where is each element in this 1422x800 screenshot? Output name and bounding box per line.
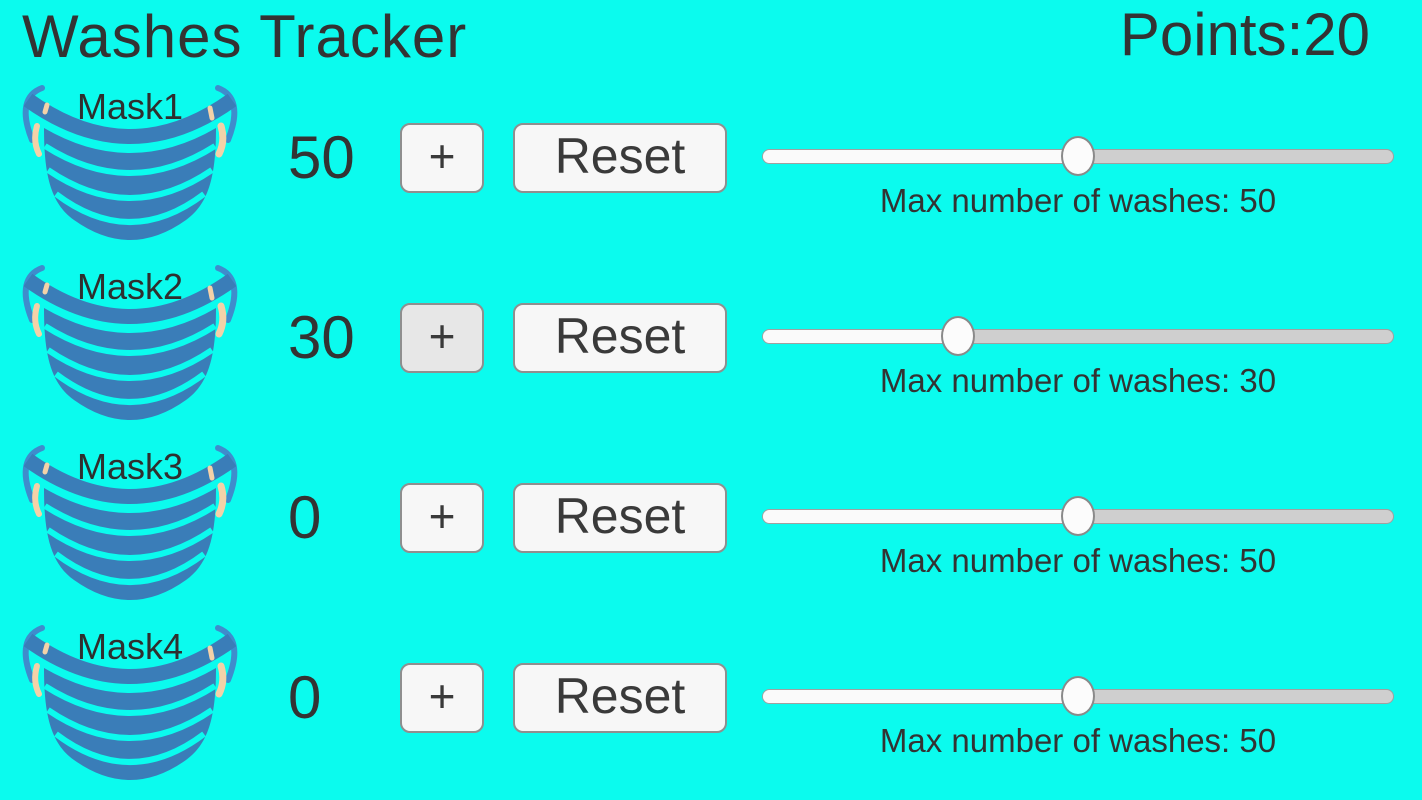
mask-row-2: Mask2 30 + Reset Max number of washes: 3… [0,258,1422,438]
increment-button[interactable]: + [400,483,484,553]
points-label: Points: [1119,1,1304,68]
face-mask-icon [22,265,238,420]
mask-name: Mask3 [76,446,184,487]
wash-count: 0 [288,664,322,731]
slider-fill [763,150,1079,163]
increment-button[interactable]: + [400,663,484,733]
mask-icon-wrap: Mask1 [18,78,242,240]
wash-count: 0 [288,484,322,551]
mask-icon-wrap: Mask4 [18,618,242,780]
face-mask-icon [22,85,238,240]
mask-name: Mask4 [76,626,184,667]
slider-track[interactable] [762,329,1394,344]
increment-button[interactable]: + [400,123,484,193]
face-mask-icon [22,445,238,600]
slider-thumb[interactable] [1061,496,1095,536]
mask-row-4: Mask4 0 + Reset Max number of washes: 50 [0,618,1422,798]
slider-fill [763,330,960,343]
points-value: 20 [1303,1,1370,68]
page-title: Washes Tracker [22,3,468,70]
points-display: Points:20 [1120,0,1370,69]
mask-icon-wrap: Mask2 [18,258,242,420]
max-washes-slider[interactable] [762,316,1394,356]
slider-thumb[interactable] [941,316,976,356]
reset-button[interactable]: Reset [513,483,727,553]
slider-fill [763,510,1079,523]
face-mask-icon [22,625,238,780]
reset-button[interactable]: Reset [513,303,727,373]
max-washes-slider[interactable] [762,676,1394,716]
max-washes-label: Max number of washes: 50 [879,542,1277,579]
mask-name: Mask1 [76,86,184,127]
max-washes-slider[interactable] [762,136,1394,176]
mask-row-3: Mask3 0 + Reset Max number of washes: 50 [0,438,1422,618]
reset-button[interactable]: Reset [513,663,727,733]
max-washes-label: Max number of washes: 50 [879,722,1277,759]
max-washes-slider[interactable] [762,496,1394,536]
slider-thumb[interactable] [1061,676,1095,716]
mask-name: Mask2 [76,266,184,307]
max-washes-label: Max number of washes: 30 [879,362,1277,399]
max-washes-label: Max number of washes: 50 [879,182,1277,219]
slider-fill [763,690,1079,703]
wash-count: 50 [288,124,355,191]
wash-count: 30 [288,304,355,371]
slider-thumb[interactable] [1061,136,1095,176]
mask-icon-wrap: Mask3 [18,438,242,600]
mask-row-1: Mask1 50 + Reset Max number of washes: 5… [0,78,1422,258]
increment-button[interactable]: + [400,303,484,373]
reset-button[interactable]: Reset [513,123,727,193]
